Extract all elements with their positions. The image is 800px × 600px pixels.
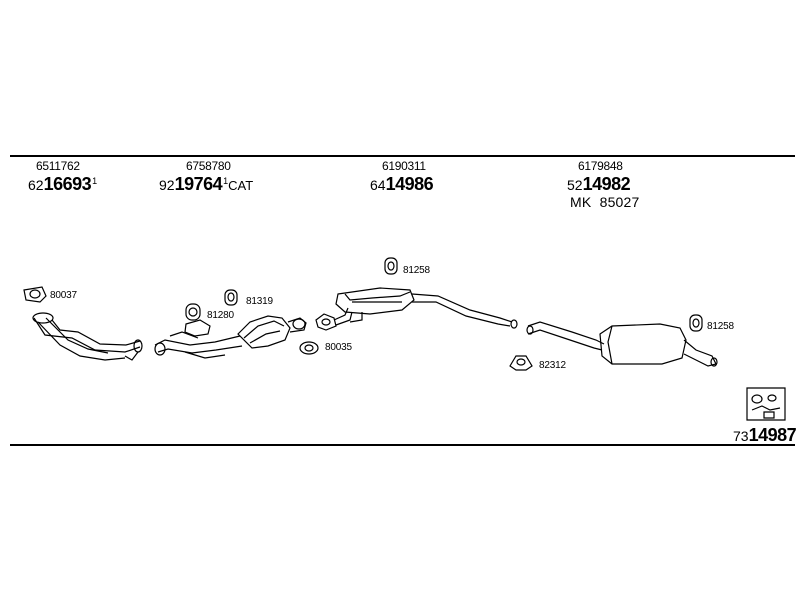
kit-code: 6414986 xyxy=(370,174,434,194)
part-label: 80037 xyxy=(50,290,77,301)
hanger-81258-rear-icon xyxy=(690,315,702,331)
kit-prefix: 64 xyxy=(370,177,386,193)
kit-number: 19764 xyxy=(174,174,223,194)
kit-code: 5214982 xyxy=(567,174,631,194)
gasket-80035-icon xyxy=(300,342,318,354)
fitting-kit-icon xyxy=(747,388,785,420)
kit-prefix: 73 xyxy=(733,428,749,444)
original-part-number: 6190311 xyxy=(382,159,426,173)
front-pipe xyxy=(33,313,142,360)
mounting-kit-code: MK 85027 xyxy=(570,194,640,210)
kit-code: 62166931 xyxy=(28,175,97,193)
hanger-81258-icon xyxy=(385,258,397,274)
part-label: 81319 xyxy=(246,296,273,307)
gasket-80037-icon xyxy=(24,287,46,302)
original-part-number: 6758780 xyxy=(186,159,231,173)
kit-number: 14986 xyxy=(385,174,434,194)
original-part-number: 6511762 xyxy=(36,159,80,173)
kit-code: 92197641CAT xyxy=(159,175,253,193)
kit-prefix: 52 xyxy=(567,177,583,193)
kit-prefix: 62 xyxy=(28,177,44,193)
kit-suffix: CAT xyxy=(228,178,254,193)
rear-silencer xyxy=(527,322,717,366)
part-label: 81280 xyxy=(207,310,234,321)
kit-number: 14987 xyxy=(748,425,797,445)
fitting-kit-code: 7314987 xyxy=(733,425,797,445)
clamp-82312-icon xyxy=(510,356,532,370)
part-label: 82312 xyxy=(539,360,566,371)
part-label: 81258 xyxy=(403,265,430,276)
part-label: 80035 xyxy=(325,342,352,353)
part-label: 81258 xyxy=(707,321,734,332)
kit-prefix: 92 xyxy=(159,177,175,193)
middle-silencer xyxy=(316,288,517,330)
catalytic-converter xyxy=(155,316,306,358)
mount-81280-icon xyxy=(186,304,200,320)
original-part-number: 6179848 xyxy=(578,159,623,173)
kit-footnote: 1 xyxy=(223,176,229,186)
kit-footnote: 1 xyxy=(92,176,98,186)
mount-81319-icon xyxy=(225,290,237,305)
kit-number: 14982 xyxy=(582,174,631,194)
kit-number: 16693 xyxy=(43,174,92,194)
